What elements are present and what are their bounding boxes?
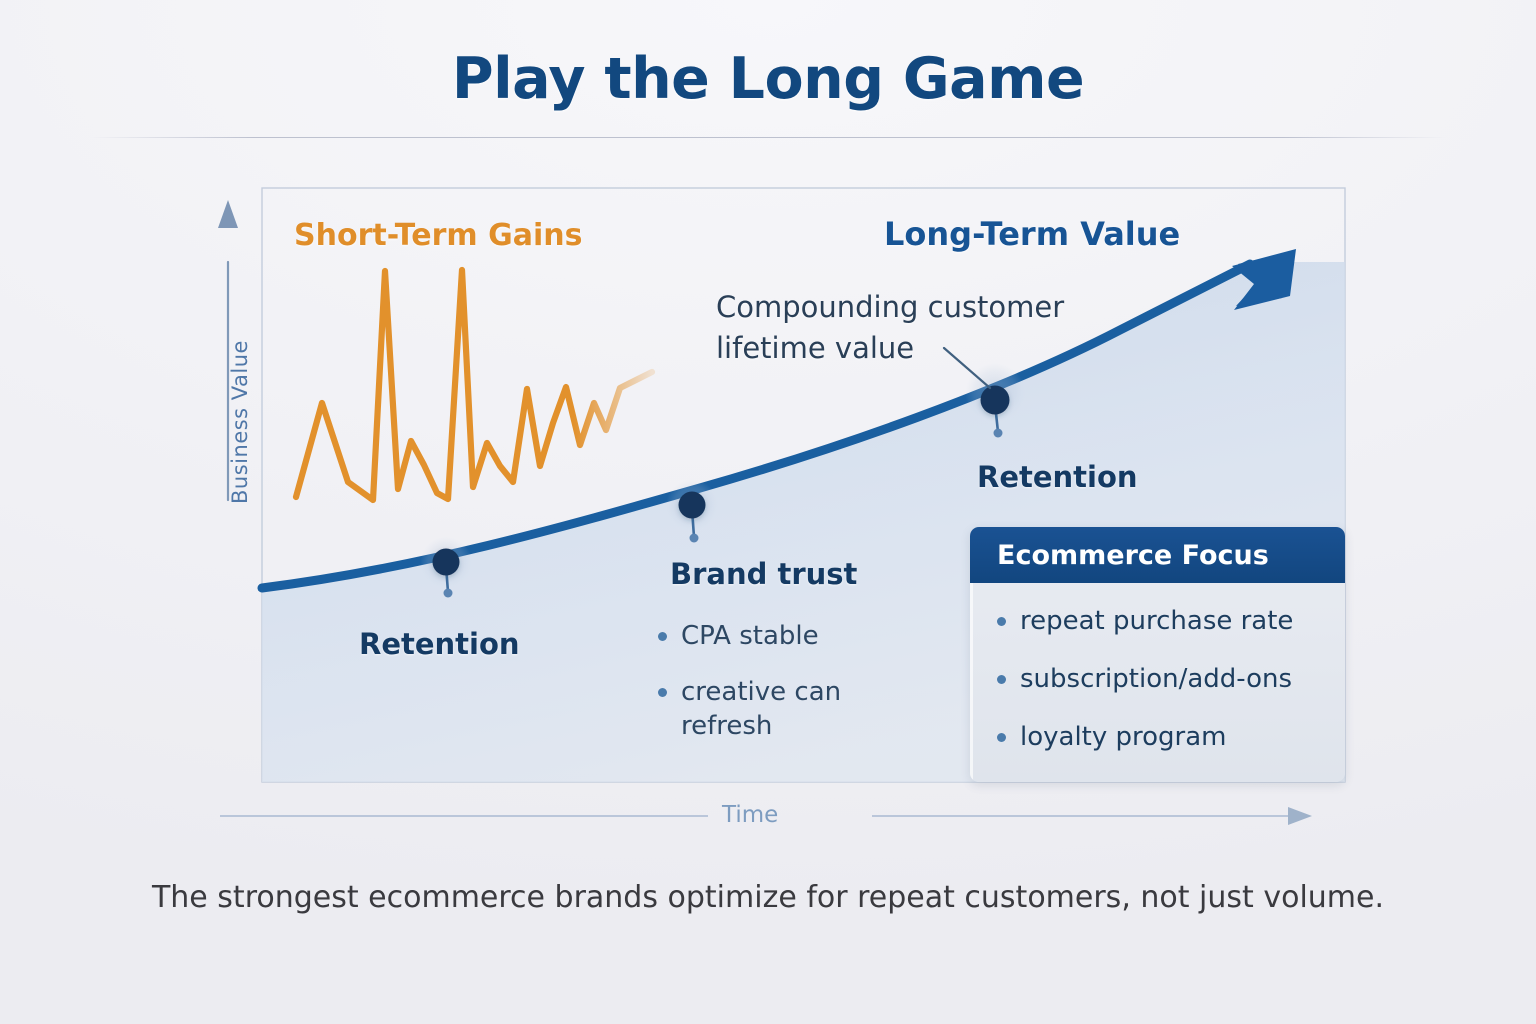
x-axis-label: Time: [722, 802, 779, 828]
x-axis-arrow: [220, 807, 1312, 825]
list-item: CPA stable: [658, 620, 938, 654]
curve-arrowhead-fill: [1232, 249, 1296, 310]
list-item-label: CPA stable: [681, 621, 819, 651]
ecommerce-focus-card: Ecommerce Focus repeat purchase rate sub…: [970, 527, 1345, 782]
bullet-dot-icon: [997, 674, 1006, 684]
annotation-leader-line: [942, 346, 992, 390]
marker-retention-1: [432, 548, 460, 576]
list-item: repeat purchase rate: [997, 605, 1325, 639]
list-item-label: creative can refresh: [681, 676, 842, 741]
annotation-compounding-clv: Compounding customer lifetime value: [716, 290, 1065, 366]
marker-retention-2: [980, 385, 1010, 415]
curve-markers: [432, 385, 1010, 576]
list-item: creative can refresh: [658, 676, 938, 744]
list-item-label: loyalty program: [1020, 721, 1227, 752]
y-axis-label: Business Value: [228, 340, 252, 504]
node-title-retention-2: Retention: [977, 460, 1138, 494]
ecommerce-focus-card-header: Ecommerce Focus: [970, 527, 1345, 583]
node-title-retention-1: Retention: [359, 627, 520, 661]
list-item: subscription/add-ons: [997, 663, 1325, 697]
footer-caption: The strongest ecommerce brands optimize …: [151, 880, 1385, 915]
page-title: Play the Long Game: [451, 46, 1085, 112]
bullet-dot-icon: [658, 632, 667, 641]
brand-trust-bullets: CPA stable creative can refresh: [658, 620, 938, 765]
marker-brand-trust: [678, 491, 706, 519]
ecommerce-focus-card-body: repeat purchase rate subscription/add-on…: [970, 583, 1345, 782]
bullet-dot-icon: [997, 732, 1006, 742]
series-label-short-term: Short-Term Gains: [294, 218, 583, 253]
bullet-dot-icon: [997, 617, 1006, 626]
node-title-brand-trust: Brand trust: [670, 557, 858, 591]
bullet-dot-icon: [658, 687, 667, 697]
title-divider: [90, 137, 1446, 138]
y-axis-arrow: [218, 200, 238, 502]
marker-pin-heads: [443, 428, 1003, 598]
y-axis: Business Value: [205, 195, 265, 615]
list-item-label: subscription/add-ons: [1020, 663, 1293, 694]
list-item-label: repeat purchase rate: [1020, 606, 1294, 636]
list-item: loyalty program: [997, 721, 1325, 755]
short-term-gains-line: [292, 266, 656, 504]
card-left-edge: [970, 583, 973, 782]
series-label-long-term: Long-Term Value: [884, 215, 1181, 253]
